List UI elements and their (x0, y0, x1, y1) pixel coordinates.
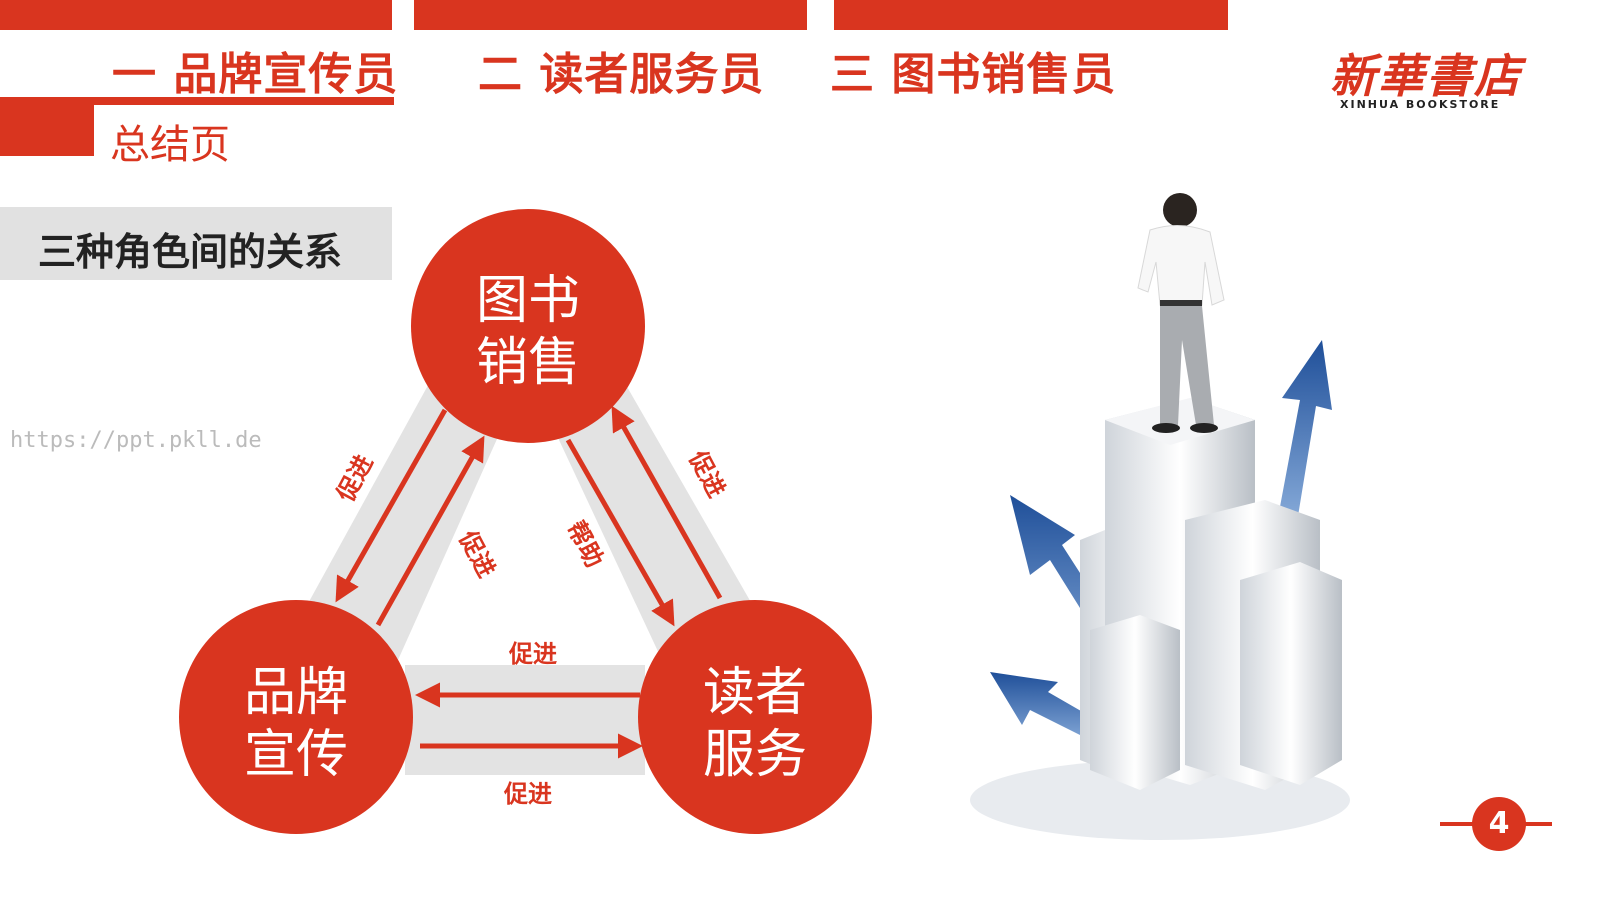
xinhua-logo: 新華書店 (1330, 49, 1522, 103)
watermark-url: https://ppt.pkll.de (10, 428, 262, 453)
nav-item-reader-service[interactable]: 二 读者服务员 (478, 49, 765, 100)
node-brand-promotion-line2: 宣传 (244, 725, 348, 785)
nav-item-book-sales[interactable]: 三 图书销售员 (830, 49, 1117, 100)
pillar-tall-top (1105, 398, 1255, 445)
man-belt (1160, 300, 1202, 306)
page-number: 4 (1472, 797, 1526, 851)
node-reader-service (638, 600, 872, 834)
nav-item-brand-promoter[interactable]: 一 品牌宣传员 (112, 49, 399, 100)
arrow-top-to-right (565, 438, 675, 627)
node-book-sales-line2: 销售 (476, 333, 580, 393)
label-promote-3: 促进 (683, 446, 731, 502)
active-underline (0, 97, 394, 105)
node-brand-promotion-line1: 品牌 (244, 663, 348, 723)
label-promote-4: 促进 (508, 640, 557, 668)
arrow-right-to-top (611, 405, 723, 600)
growth-illustration (970, 193, 1350, 840)
page-subtitle: 总结页 (110, 122, 230, 168)
section-title: 三种角色间的关系 (38, 230, 343, 274)
top-bar-3 (834, 0, 1228, 30)
pillar-small (1090, 615, 1180, 790)
man-shirt (1137, 225, 1225, 306)
top-bar-2 (414, 0, 807, 30)
man-head (1163, 193, 1197, 227)
band-right (545, 378, 760, 660)
pillar-front (1240, 562, 1342, 785)
section-title-box: 三种角色间的关系 (0, 207, 392, 280)
label-promote-2: 促进 (453, 526, 501, 582)
xinhua-logo-en: XINHUA BOOKSTORE (1340, 98, 1501, 111)
subtitle-block (0, 105, 94, 156)
label-promote-5: 促进 (503, 780, 552, 808)
node-reader-service-line2: 服务 (703, 725, 807, 785)
node-book-sales (411, 209, 645, 443)
node-book-sales-line1: 图书 (476, 271, 580, 331)
band-bottom (405, 665, 645, 775)
arrow-top-to-left (335, 408, 448, 603)
top-bar-1 (0, 0, 392, 30)
man-trousers (1160, 306, 1214, 425)
node-brand-promotion (179, 600, 413, 834)
node-reader-service-line1: 读者 (703, 663, 807, 723)
arrow-left-to-top (375, 435, 485, 627)
